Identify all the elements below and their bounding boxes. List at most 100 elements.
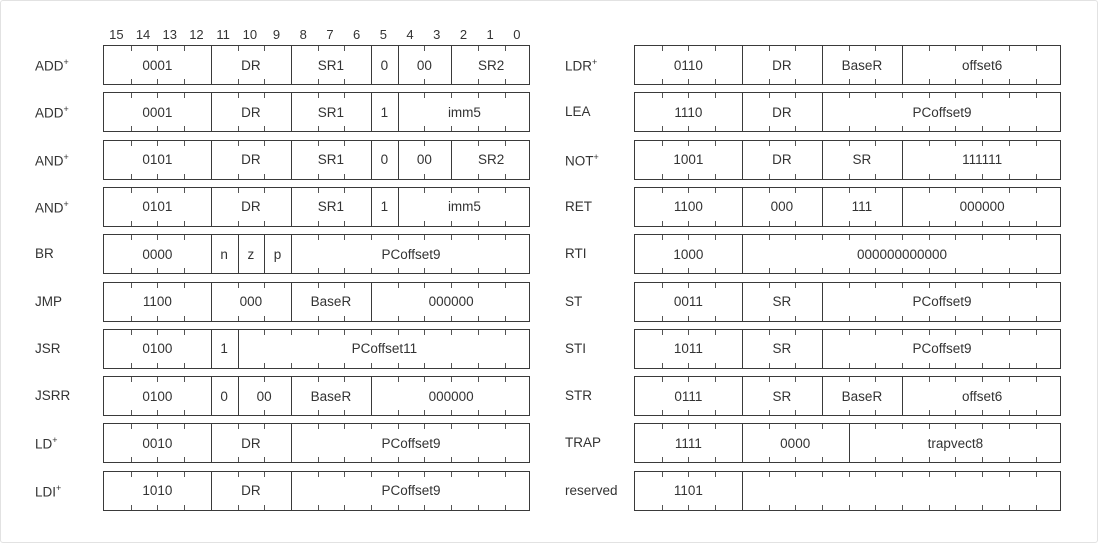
bit-number: 3 bbox=[433, 27, 441, 42]
bit-tick bbox=[795, 220, 797, 226]
bit-tick bbox=[795, 282, 797, 288]
bit-tick bbox=[424, 471, 426, 477]
bit-tick bbox=[688, 471, 690, 477]
bit-tick bbox=[715, 140, 717, 146]
bit-tick bbox=[928, 315, 930, 321]
field-pcoffset9: PCoffset9 bbox=[912, 341, 972, 357]
field-blank bbox=[742, 472, 1062, 510]
bit-tick bbox=[477, 424, 479, 430]
instruction-name-text: LD bbox=[35, 436, 53, 452]
instruction-name-text: JSR bbox=[35, 340, 61, 356]
field-divider bbox=[290, 235, 292, 274]
instruction-name: AND+ bbox=[35, 152, 69, 169]
field-0: 0 bbox=[380, 152, 389, 168]
bit-tick bbox=[157, 173, 159, 179]
bit-tick bbox=[397, 329, 399, 335]
instruction-name-text: LDI bbox=[35, 484, 57, 500]
instruction-name-text: JSRR bbox=[35, 388, 71, 404]
bit-tick bbox=[715, 410, 717, 416]
bit-tick bbox=[371, 329, 372, 335]
bit-tick bbox=[768, 457, 770, 463]
field-divider bbox=[902, 187, 903, 226]
bit-tick bbox=[955, 79, 957, 84]
bit-tick bbox=[928, 424, 930, 430]
bit-tick bbox=[1035, 173, 1037, 179]
bit-tick bbox=[477, 235, 479, 241]
bit-tick bbox=[955, 187, 957, 193]
bit-tick bbox=[1035, 457, 1037, 463]
condition-code-marker: + bbox=[63, 151, 69, 162]
bit-tick bbox=[130, 79, 132, 84]
bit-tick bbox=[344, 235, 346, 241]
bit-tick bbox=[1035, 377, 1037, 383]
field-1100: 1100 bbox=[673, 199, 703, 215]
bit-tick bbox=[848, 504, 850, 510]
field-sr1: SR1 bbox=[317, 152, 345, 168]
field-pcoffset9: PCoffset9 bbox=[381, 246, 441, 262]
bit-tick bbox=[688, 377, 690, 383]
bit-tick bbox=[264, 126, 266, 132]
condition-code-marker: + bbox=[593, 151, 599, 162]
field-divider bbox=[210, 235, 212, 274]
bit-tick bbox=[130, 93, 132, 99]
bit-tick bbox=[264, 457, 266, 463]
bit-tick bbox=[504, 424, 506, 430]
bit-tick bbox=[1035, 268, 1037, 274]
bit-tick bbox=[130, 46, 132, 51]
field-000000: 000000 bbox=[428, 388, 474, 404]
bit-tick bbox=[184, 140, 186, 146]
field-dr: DR bbox=[241, 57, 261, 73]
condition-code-marker: + bbox=[592, 57, 598, 67]
instruction-name: NOT+ bbox=[565, 152, 599, 169]
field-divider bbox=[290, 46, 292, 84]
field-pcoffset9: PCoffset9 bbox=[381, 435, 441, 451]
bit-tick bbox=[317, 377, 319, 383]
field-00: 00 bbox=[416, 152, 432, 168]
bit-tick bbox=[237, 282, 239, 288]
bit-tick bbox=[955, 457, 957, 463]
field-sr1: SR1 bbox=[317, 199, 345, 215]
bit-tick bbox=[982, 126, 984, 132]
bit-tick bbox=[875, 457, 877, 463]
field-divider bbox=[237, 377, 239, 416]
bit-tick bbox=[715, 220, 717, 226]
field-0000: 0000 bbox=[780, 435, 811, 451]
bit-tick bbox=[1008, 93, 1010, 99]
bit-tick bbox=[397, 410, 399, 416]
field-0100: 0100 bbox=[142, 341, 173, 357]
field-0000: 0000 bbox=[142, 246, 173, 262]
bit-tick bbox=[982, 282, 984, 288]
bit-tick bbox=[982, 362, 984, 368]
instruction-name: JSR bbox=[35, 341, 61, 356]
instruction-name: LD+ bbox=[35, 435, 58, 452]
field-sr1: SR1 bbox=[317, 57, 345, 73]
bit-tick bbox=[1035, 187, 1037, 193]
bit-tick bbox=[317, 140, 319, 146]
bit-tick bbox=[928, 457, 930, 463]
bit-tick bbox=[982, 504, 984, 510]
bit-tick bbox=[795, 268, 797, 274]
bit-tick bbox=[451, 93, 453, 99]
bit-tick bbox=[477, 457, 479, 463]
bit-tick bbox=[130, 220, 132, 226]
bit-tick bbox=[317, 282, 319, 288]
bit-tick bbox=[875, 410, 877, 416]
field-divider bbox=[821, 377, 823, 416]
bit-tick bbox=[1035, 410, 1037, 416]
bit-tick bbox=[955, 268, 957, 274]
bit-tick bbox=[688, 282, 690, 288]
bit-tick bbox=[477, 187, 479, 193]
bit-tick bbox=[317, 471, 319, 477]
bit-tick bbox=[955, 126, 957, 132]
bit-tick bbox=[184, 268, 186, 274]
bit-tick bbox=[661, 362, 663, 368]
instruction-name: RET bbox=[565, 199, 592, 214]
field-divider bbox=[210, 424, 212, 463]
field-pcoffset9: PCoffset9 bbox=[912, 294, 972, 309]
bit-tick bbox=[955, 93, 957, 99]
field-divider bbox=[290, 140, 292, 179]
field-divider bbox=[237, 329, 239, 368]
bit-tick bbox=[661, 282, 663, 288]
